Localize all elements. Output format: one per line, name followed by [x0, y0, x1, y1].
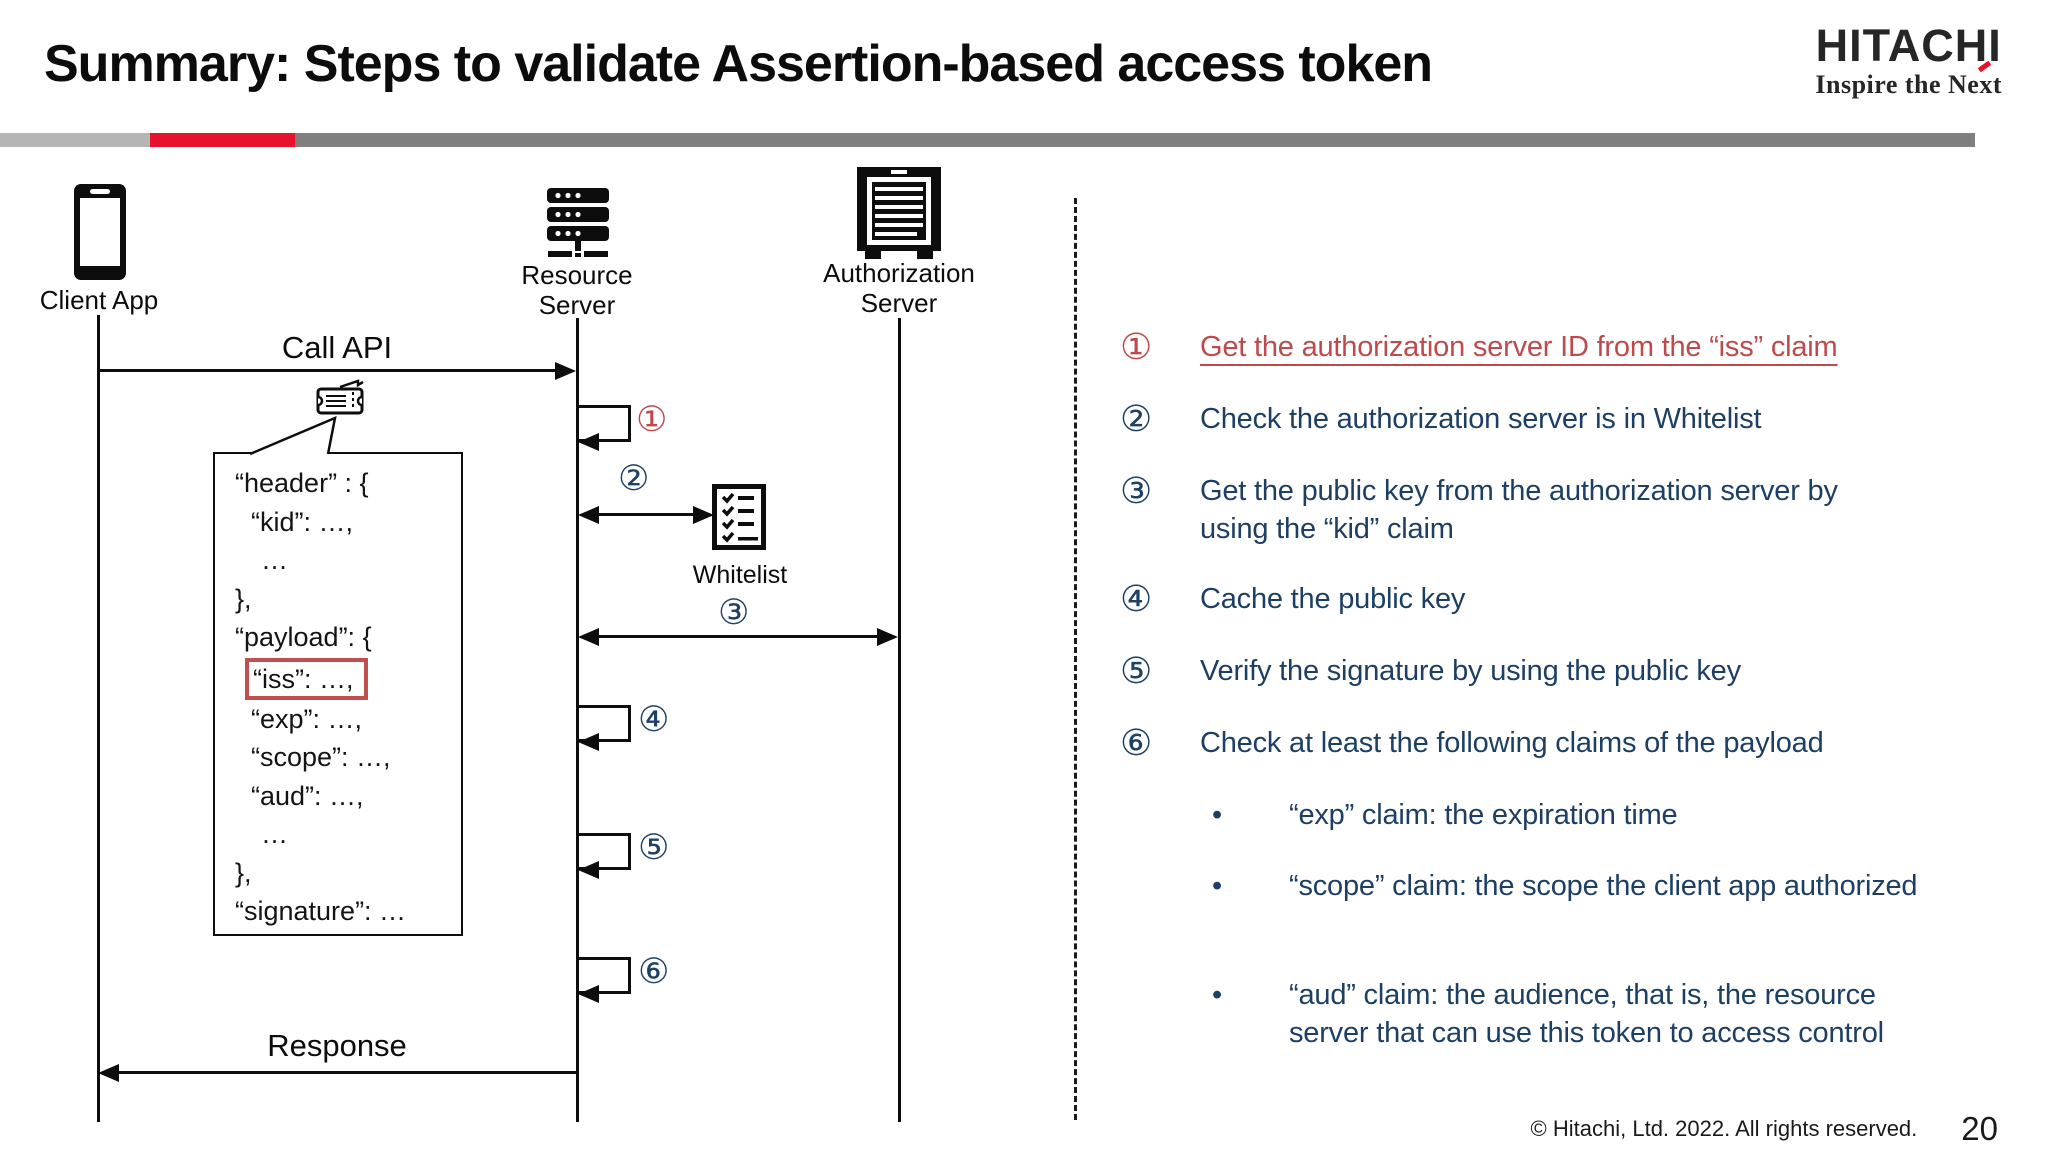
page-number: 20 [1961, 1110, 1998, 1147]
step-number: ② [1120, 399, 1153, 440]
step-item-3: ③ Get the public key from the authorizat… [1120, 472, 1900, 548]
step-item-1: ① Get the authorization server ID from t… [1120, 328, 1920, 368]
server-rack-icon [546, 188, 610, 263]
bar-segment-light [0, 133, 150, 147]
token-line: “payload”: { [235, 622, 372, 652]
sub-bullet-aud: • “aud” claim: the audience, that is, th… [1208, 976, 1929, 1052]
self-loop-step4 [577, 705, 631, 751]
token-line: “signature”: … [235, 896, 407, 926]
copyright-text: © Hitachi, Ltd. 2022. All rights reserve… [1530, 1116, 1918, 1141]
diagram-marker-5: ⑤ [638, 828, 670, 868]
step-text: Check at least the following claims of t… [1200, 727, 1824, 759]
step-item-4: ④ Cache the public key [1120, 580, 1920, 620]
whitelist-checklist-icon [712, 484, 766, 555]
self-loop-step5 [577, 833, 631, 879]
hitachi-logo: HITACHI Inspire the Next [1815, 22, 2002, 100]
hitachi-logo-wordmark: HITACHI [1815, 20, 2002, 71]
step-text: Check the authorization server is in Whi… [1200, 403, 1762, 435]
step-text: Cache the public key [1200, 583, 1466, 615]
actor-label-authorization-server: Authorization Server [823, 258, 975, 318]
loop-arrowhead-icon [578, 733, 599, 751]
bar-segment-red [150, 133, 295, 147]
diagram-marker-6: ⑥ [638, 952, 670, 992]
auth-arrowhead-left-icon [578, 628, 599, 646]
token-line: }, [235, 583, 252, 614]
token-line: “scope”: …, [251, 742, 391, 772]
step-item-2: ② Check the authorization server is in W… [1120, 400, 1920, 440]
bullet-dot-icon: • [1212, 799, 1223, 831]
self-loop-step1 [577, 405, 631, 451]
diagram-marker-2: ② [618, 459, 650, 499]
response-arrow-line [118, 1071, 576, 1074]
diagram-marker-1: ① [636, 400, 668, 440]
step-number: ③ [1120, 471, 1153, 512]
step-text: Get the authorization server ID from the… [1200, 331, 1838, 363]
auth-server-arrow-line [598, 635, 878, 638]
loop-arrowhead-icon [578, 985, 599, 1003]
step-text: Get the public key from the authorizatio… [1200, 475, 1838, 545]
dashed-divider [1074, 198, 1077, 1120]
slide-footer: © Hitachi, Ltd. 2022. All rights reserve… [1531, 1110, 1998, 1148]
loop-arrowhead-icon [578, 861, 599, 879]
mainframe-icon [857, 167, 941, 264]
step-number: ⑥ [1120, 723, 1153, 764]
message-response: Response [267, 1028, 407, 1063]
step-text: Verify the signature by using the public… [1200, 655, 1741, 687]
token-line: … [261, 819, 288, 849]
actor-label-resource-server: Resource Server [521, 260, 633, 320]
step-number: ① [1120, 327, 1153, 368]
step-number: ④ [1120, 579, 1153, 620]
self-loop-step6 [577, 957, 631, 1003]
response-arrowhead-icon [98, 1064, 119, 1082]
message-call-api: Call API [281, 330, 393, 365]
lifeline-resource-server [576, 318, 579, 1122]
token-line: }, [235, 857, 252, 888]
step-number: ⑤ [1120, 651, 1153, 692]
whitelist-arrowhead-right-icon [693, 506, 714, 524]
token-line: “header” : { [235, 468, 369, 498]
token-callout-box: “header” : { “kid”: …, … }, “payload”: {… [213, 452, 463, 936]
bullet-dot-icon: • [1212, 979, 1223, 1011]
auth-arrowhead-right-icon [877, 628, 898, 646]
sub-bullet-scope: • “scope” claim: the scope the client ap… [1208, 867, 1929, 905]
diagram-marker-4: ④ [638, 700, 670, 740]
diagram-marker-3: ③ [718, 593, 750, 633]
title-underline-bar [0, 133, 1975, 147]
step-item-6: ⑥ Check at least the following claims of… [1120, 724, 1920, 764]
access-token-ticket-icon [316, 378, 366, 423]
token-line: “aud”: …, [251, 780, 364, 811]
token-line-iss: “iss”: …, [215, 657, 461, 700]
whitelist-label: Whitelist [692, 561, 788, 589]
bullet-dot-icon: • [1212, 870, 1223, 902]
token-line: “kid”: …, [251, 506, 354, 537]
token-line: “exp”: …, [251, 703, 363, 734]
step-item-5: ⑤ Verify the signature by using the publ… [1120, 652, 1920, 692]
lifeline-client [97, 315, 100, 1122]
call-api-arrow-line [99, 369, 557, 372]
hitachi-logo-tagline: Inspire the Next [1815, 60, 2002, 100]
actor-label-client-app: Client App [39, 285, 159, 315]
whitelist-arrowhead-left-icon [578, 506, 599, 524]
sub-bullet-exp: • “exp” claim: the expiration time [1208, 796, 1929, 834]
bullet-text: “exp” claim: the expiration time [1289, 799, 1678, 831]
token-line: … [261, 545, 288, 575]
callout-tail [238, 415, 358, 461]
iss-highlight-box: “iss”: …, [245, 657, 368, 700]
bullet-text: “aud” claim: the audience, that is, the … [1289, 979, 1884, 1049]
call-api-arrowhead-icon [555, 362, 576, 380]
loop-arrowhead-icon [578, 433, 599, 451]
whitelist-arrow-line [598, 513, 694, 516]
page-title: Summary: Steps to validate Assertion-bas… [44, 35, 1433, 93]
bullet-text: “scope” claim: the scope the client app … [1289, 870, 1918, 902]
lifeline-authorization-server [898, 318, 901, 1122]
smartphone-icon [73, 183, 127, 286]
